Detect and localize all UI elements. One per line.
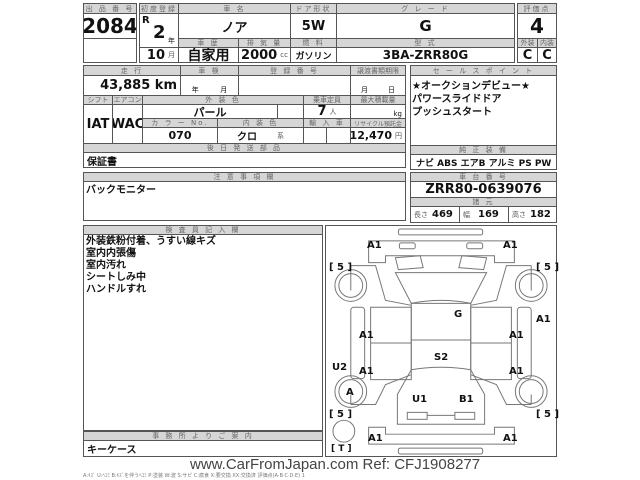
damage-label: A1 [503,240,518,251]
day-unit: 日 [388,86,395,94]
damage-label: A1 [536,314,551,325]
later-parts: 保証書 [83,152,406,168]
ac: WAC [112,104,143,144]
sales-point: パワースライドドア [412,94,502,105]
damage-label: G [454,309,463,320]
cc-unit: cc [280,51,288,59]
score: 4 [517,13,557,39]
damage-label: A [346,387,354,398]
persons-unit: 人 [329,107,337,116]
car-name: ノア [178,13,291,39]
width-cell: 幅 169 [459,206,509,223]
inspection: 年月 [180,75,239,96]
reg-year: 2 [153,22,166,43]
color-no: 070 [142,127,218,144]
interior-grade: C [537,47,557,63]
damage-label: B1 [459,394,474,405]
sales-point: プッシュスタート [412,107,492,118]
office-notes: キーケース [83,440,323,457]
lot-number: 2084 [83,13,137,39]
shift: IAT [83,104,113,144]
displacement-value: 2000 [241,47,278,63]
damage-diagram [325,225,557,457]
damage-label: A1 [509,330,524,341]
year-unit: 年 [191,86,199,94]
damage-label: A1 [359,330,374,341]
inspector-note: ハンドルすれ [86,284,146,295]
mileage: 43,885 km [83,75,181,96]
damage-label: A1 [367,240,382,251]
damage-label: A1 [359,366,374,377]
sales-points: ★オークションデビュー★ パワースライドドア プッシュスタート [412,80,530,119]
yen-unit: 円 [395,131,402,140]
car-outline-icon [332,228,548,455]
system-unit: 系 [277,131,284,140]
damage-label: [ 5 ] [329,262,353,273]
watermark: www.CarFromJapan.com Ref: CFJ1908277 [190,456,481,473]
year-unit: 年 [168,37,175,45]
model: 3BA-ZRR80G [336,47,515,63]
height-value: 182 [530,209,551,220]
month-unit: 月 [220,86,228,94]
ext-color-blank [277,104,304,119]
exterior-grade: C [517,47,538,63]
recycle-value: 12,470 [350,129,392,142]
month-unit: 月 [361,86,368,94]
height-label: 高さ [512,210,526,219]
km-unit: km [154,78,177,93]
damage-label: S2 [434,352,449,363]
inspector-box [83,234,323,431]
inspector-notes: 外装鉄粉付着、うすい線キズ 室内内張傷 室内汚れ シートしみ中 ハンドルすれ [86,236,216,296]
first-reg-year: R 2 年 [139,13,179,48]
grade: G [336,13,515,39]
damage-label: [ 5 ] [536,262,560,273]
era: R [142,15,150,26]
mileage-value: 43,885 [100,78,151,93]
damage-label: U2 [332,362,348,373]
width-label: 幅 [463,210,470,219]
length-value: 469 [432,209,453,220]
inspector-note: 室内内張傷 [86,248,136,259]
door-type: 5W [290,13,337,39]
damage-label: A1 [503,433,518,444]
history: 自家用 [178,47,239,63]
chassis-number: ZRR80-0639076 [410,181,557,198]
int-color: クロ 系 [217,127,304,144]
damage-label: [ 5 ] [329,409,353,420]
width-value: 169 [478,209,499,220]
month-unit: 月 [168,51,175,59]
height-cell: 高さ 182 [508,206,557,223]
ext-color: パール [142,104,278,119]
length-cell: 長さ 469 [410,206,460,223]
import-cell-1 [303,127,327,144]
legend: A:ｷｽﾞ U:ﾍｺﾐ B:ｷｽﾞを伴うﾍｺﾐ P:塗装 W:波 S:サビ C:… [83,473,305,479]
capacity-value: 7 [317,104,327,119]
inspector-note: シートしみ中 [86,272,146,283]
max-load: kg [350,104,406,119]
damage-label: U1 [412,394,428,405]
int-color-value: クロ [237,132,257,143]
import-cell-2 [326,127,351,144]
notes-text: バックモニター [86,185,156,196]
damage-label: [ T ] [331,444,352,454]
sales-point: ★オークションデビュー★ [412,81,530,92]
reg-month: 10 [146,47,165,63]
reg-no [238,75,351,96]
inspector-note: 外装鉄粉付着、うすい線キズ [86,236,216,247]
damage-label: A1 [509,366,524,377]
damage-label: [ 5 ] [536,409,560,420]
notes-box [83,181,406,221]
damage-label: A1 [368,433,383,444]
transfer-deadline: 月日 [350,75,406,96]
length-label: 長さ [414,210,428,219]
inspector-note: 室内汚れ [86,260,126,271]
lot-blank [83,38,137,63]
fuel: ガソリン [290,47,337,63]
equipment: ナビ ABS エアB アルミ PS PW [410,154,557,170]
